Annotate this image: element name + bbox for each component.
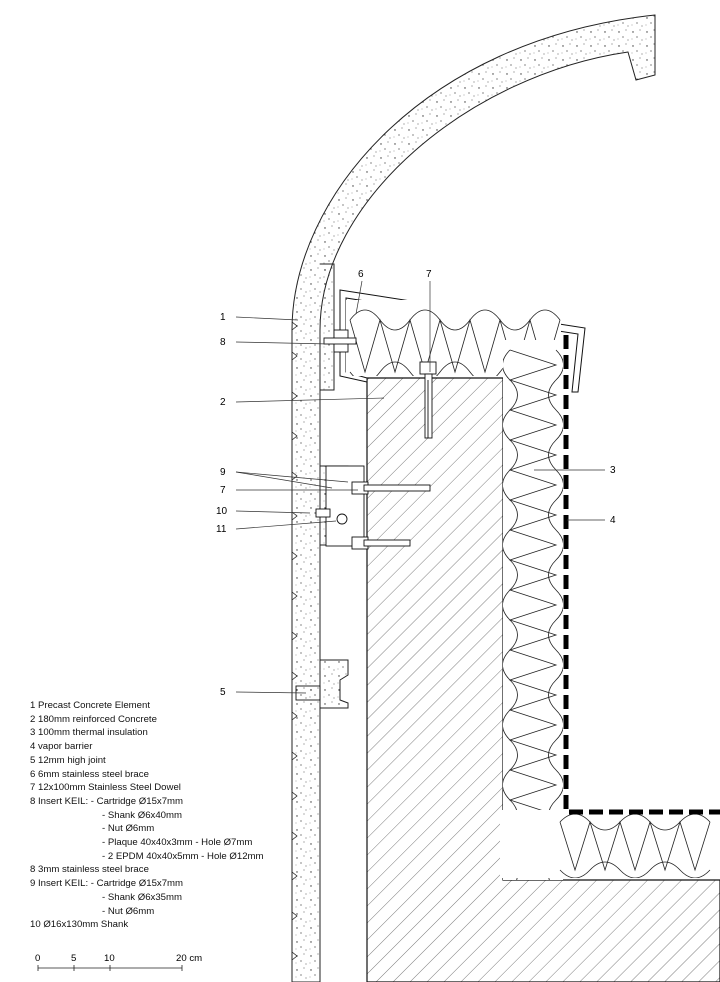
callout-10: 10 — [216, 506, 228, 517]
callout-7-top: 7 — [426, 269, 432, 280]
legend-item: 2 180mm reinforced Concrete — [30, 713, 157, 725]
leader-lines — [235, 280, 605, 694]
legend-item: 6 6mm stainless steel brace — [30, 768, 149, 780]
legend-item: 10 Ø16x130mm Shank — [30, 919, 129, 931]
thermal-insulation-vertical — [503, 340, 563, 880]
legend-item: 9 Insert KEIL: - Cartridge Ø15x7mm — [30, 878, 184, 890]
legend-item: 1 Precast Concrete Element — [30, 700, 150, 711]
callout-3: 3 — [610, 465, 616, 476]
callout-1: 1 — [220, 312, 226, 323]
callout-2: 2 — [220, 397, 226, 408]
thermal-insulation-bottom — [500, 810, 720, 878]
callout-6: 6 — [358, 269, 364, 280]
legend-item: - 2 EPDM 40x40x5mm - Hole Ø12mm — [102, 850, 264, 862]
legend-item: - Nut Ø6mm — [102, 823, 155, 835]
vapor-barrier — [563, 335, 720, 815]
anchor-assemblies — [295, 329, 437, 701]
legend-item: 8 Insert KEIL: - Cartridge Ø15x7mm — [30, 795, 184, 807]
callout-8: 8 — [220, 337, 226, 348]
legend: 1 Precast Concrete Element 2 180mm reinfo… — [30, 699, 290, 932]
legend-item: - Plaque 40x40x3mm - Hole Ø7mm — [102, 837, 253, 849]
callout-11: 11 — [216, 524, 227, 535]
callout-9: 9 — [220, 467, 226, 478]
scale-bar: 0 5 10 20 cm — [35, 953, 202, 971]
thermal-insulation-top — [346, 300, 561, 376]
callout-4: 4 — [610, 515, 616, 526]
callout-7-mid: 7 — [220, 485, 226, 496]
scale-label-0: 0 — [35, 953, 40, 964]
scale-label-10: 10 — [104, 953, 115, 964]
legend-item: 5 12mm high joint — [30, 754, 106, 766]
scale-label-20: 20 cm — [176, 953, 202, 964]
legend-item: - Shank Ø6x35mm — [102, 891, 182, 903]
legend-item: - Nut Ø6mm — [102, 905, 155, 917]
callout-5: 5 — [220, 687, 226, 698]
legend-item: 4 vapor barrier — [30, 741, 93, 753]
legend-item: 3 100mm thermal insulation — [30, 727, 148, 739]
scale-label-5: 5 — [71, 953, 76, 964]
legend-item: 8 3mm stainless steel brace — [30, 864, 149, 876]
legend-item: - Shank Ø6x40mm — [102, 809, 182, 821]
legend-item: 7 12x100mm Stainless Steel Dowel — [30, 782, 181, 794]
callout-labels: 1 8 2 6 7 9 7 10 11 5 3 4 — [216, 269, 616, 698]
